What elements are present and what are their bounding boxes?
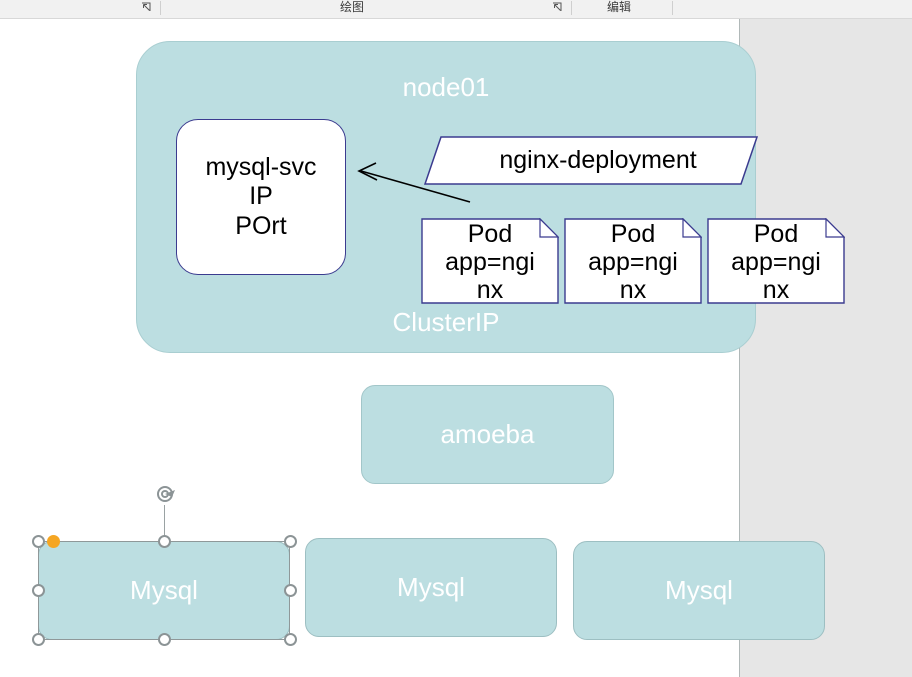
mysql-label-2: Mysql: [397, 572, 465, 602]
resize-handle-middle-right[interactable]: [284, 584, 297, 597]
pod-selector-line2-1: nx: [476, 276, 504, 304]
amoeba-label: amoeba: [440, 419, 535, 449]
pod-folded-corner-outline: [564, 218, 702, 304]
mysql-label-1: Mysql: [130, 575, 198, 605]
ribbon-group-label-drawing: 绘图: [340, 0, 365, 14]
dialog-launcher-icon-drawing[interactable]: [141, 2, 152, 13]
rotate-handle-icon[interactable]: [155, 483, 179, 507]
pod-folded-corner-outline: [421, 218, 559, 304]
mysql-shape-2[interactable]: Mysql: [305, 538, 557, 637]
pod-shape-1[interactable]: Pod app=ngi nx: [421, 218, 559, 304]
pod-label-2: Pod app=ngi nx: [564, 218, 702, 304]
nginx-deployment-label: nginx-deployment: [499, 146, 697, 174]
ribbon-separator-3: [672, 1, 673, 15]
mysql-svc-shape[interactable]: mysql-svc IP POrt: [176, 119, 346, 275]
dialog-launcher-icon-editing[interactable]: [552, 2, 563, 13]
clusterip-label: ClusterIP: [392, 307, 500, 337]
corner-radius-adjust-handle[interactable]: [47, 535, 60, 548]
mysql-label-3: Mysql: [665, 575, 733, 605]
pod-title-3: Pod: [753, 220, 799, 248]
resize-handle-top-left[interactable]: [32, 535, 45, 548]
ribbon-separator-2: [571, 1, 572, 15]
pod-selector-line1-1: app=ngi: [445, 248, 535, 276]
ribbon-separator-1: [160, 1, 161, 15]
pod-label-3: Pod app=ngi nx: [707, 218, 845, 304]
resize-handle-middle-left[interactable]: [32, 584, 45, 597]
resize-handle-top-right[interactable]: [284, 535, 297, 548]
pod-selector-line2-3: nx: [762, 276, 790, 304]
resize-handle-top-center[interactable]: [158, 535, 171, 548]
drawing-canvas[interactable]: node01 ClusterIP mysql-svc IP POrt nginx…: [0, 19, 912, 677]
pod-title-1: Pod: [467, 220, 513, 248]
ribbon-strip: 绘图 编辑: [0, 0, 912, 19]
mysql-svc-line-2: IP: [249, 182, 273, 211]
resize-handle-bottom-center[interactable]: [158, 633, 171, 646]
pod-label-1: Pod app=ngi nx: [421, 218, 559, 304]
pod-title-2: Pod: [610, 220, 656, 248]
mysql-shape-1[interactable]: Mysql: [38, 541, 290, 640]
ribbon-group-label-editing: 编辑: [607, 0, 632, 14]
nginx-deployment-shape[interactable]: nginx-deployment: [424, 136, 758, 185]
pod-folded-corner-outline: [707, 218, 845, 304]
parallelogram-outline: [424, 136, 758, 185]
node01-title: node01: [402, 72, 490, 102]
rotate-handle-stem: [164, 505, 165, 541]
pod-shape-3[interactable]: Pod app=ngi nx: [707, 218, 845, 304]
pod-selector-line1-2: app=ngi: [588, 248, 678, 276]
svc-to-deployment-arrow[interactable]: [352, 159, 482, 209]
pod-selector-line1-3: app=ngi: [731, 248, 821, 276]
pod-shape-2[interactable]: Pod app=ngi nx: [564, 218, 702, 304]
mysql-svc-line-1: mysql-svc: [205, 152, 317, 181]
mysql-svc-line-3: POrt: [235, 211, 287, 240]
mysql-shape-3[interactable]: Mysql: [573, 541, 825, 640]
pod-selector-line2-2: nx: [619, 276, 647, 304]
amoeba-shape[interactable]: amoeba: [361, 385, 614, 484]
resize-handle-bottom-left[interactable]: [32, 633, 45, 646]
resize-handle-bottom-right[interactable]: [284, 633, 297, 646]
